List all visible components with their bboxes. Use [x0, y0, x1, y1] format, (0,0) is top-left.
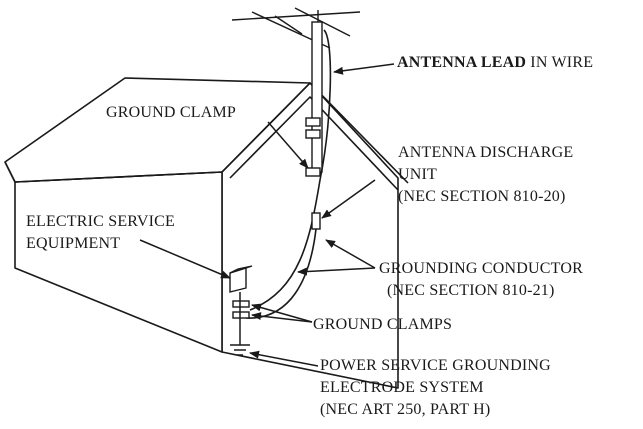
arrow-electrode [249, 350, 319, 367]
arrow-grounding-conductor-2 [297, 267, 376, 276]
mast-ground-clamp [305, 167, 321, 177]
arrow-ground-clamp [267, 121, 309, 169]
label-antenna-lead-bold: ANTENNA LEAD [397, 54, 527, 71]
label-electric-service-equipment: ELECTRIC SERVICE EQUIPMENT [26, 213, 176, 252]
electrode-ground-clamp [232, 311, 250, 319]
label-antenna-discharge-unit: ANTENNA DISCHARGE UNIT (NEC SECTION 810-… [398, 144, 574, 205]
label-antenna-lead-in-wire: ANTENNA LEAD IN WIRE [397, 52, 593, 74]
electrode-ground-clamp [232, 300, 250, 308]
arrow-antenna-lead [333, 63, 395, 75]
antenna-discharge-unit [311, 212, 321, 230]
arrow-electric-service [139, 239, 231, 279]
label-ground-clamps: GROUND CLAMPS [313, 316, 453, 333]
label-antenna-lead-rest: IN WIRE [526, 54, 594, 71]
mast-ground-clamp [305, 129, 321, 139]
arrow-ground-clamps-1 [251, 303, 313, 323]
arrow-grounding-conductor-1 [325, 239, 376, 269]
electric-service-box [229, 265, 253, 293]
arrow-ground-clamps-2 [251, 312, 313, 323]
grounding-electrode-symbol [230, 292, 250, 356]
label-ground-clamp: GROUND CLAMP [106, 104, 236, 121]
label-power-service-grounding: POWER SERVICE GROUNDING ELECTRODE SYSTEM… [320, 357, 551, 418]
antenna [231, 7, 361, 173]
antenna-lead-in-wire [249, 29, 332, 311]
arrow-discharge-unit [321, 179, 376, 219]
mast-ground-clamp [305, 117, 321, 127]
label-grounding-conductor: GROUNDING CONDUCTOR (NEC SECTION 810-21) [379, 260, 583, 299]
